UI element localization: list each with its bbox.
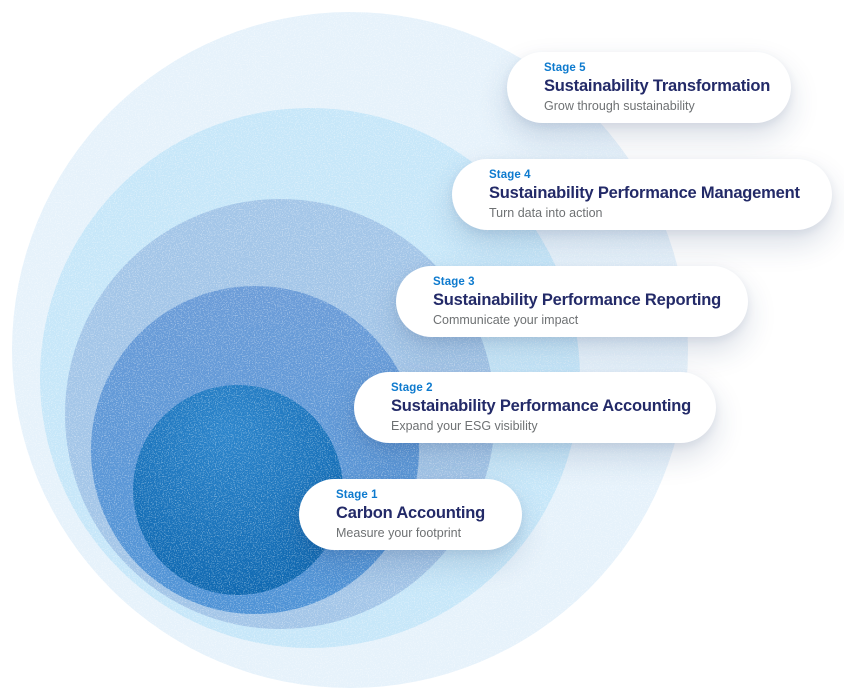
- stage-4-title: Sustainability Performance Management: [489, 184, 800, 202]
- stage-5-title: Sustainability Transformation: [544, 77, 771, 95]
- stage-2-label: Stage 2: [391, 382, 433, 394]
- stage-3-card: Stage 3 Sustainability Performance Repor…: [396, 266, 748, 337]
- stage-4-subtitle: Turn data into action: [489, 206, 603, 220]
- stage-1-title: Carbon Accounting: [336, 504, 486, 522]
- stage-3-title: Sustainability Performance Reporting: [433, 291, 722, 309]
- stage-4-label: Stage 4: [489, 169, 531, 181]
- stage-5-subtitle: Grow through sustainability: [544, 99, 695, 113]
- stage-2-card: Stage 2 Sustainability Performance Accou…: [354, 372, 716, 443]
- stage-1-label: Stage 1: [336, 489, 378, 501]
- stage-3-label: Stage 3: [433, 276, 475, 288]
- stage-5-card: Stage 5 Sustainability Transformation Gr…: [507, 52, 791, 123]
- stage-5-label: Stage 5: [544, 62, 586, 74]
- stage-4-card: Stage 4 Sustainability Performance Manag…: [452, 159, 832, 230]
- stage-3-subtitle: Communicate your impact: [433, 313, 579, 327]
- stage-1-card: Stage 1 Carbon Accounting Measure your f…: [299, 479, 522, 550]
- stage-1-subtitle: Measure your footprint: [336, 526, 462, 540]
- stage-2-subtitle: Expand your ESG visibility: [391, 419, 538, 433]
- stage-2-title: Sustainability Performance Accounting: [391, 397, 692, 415]
